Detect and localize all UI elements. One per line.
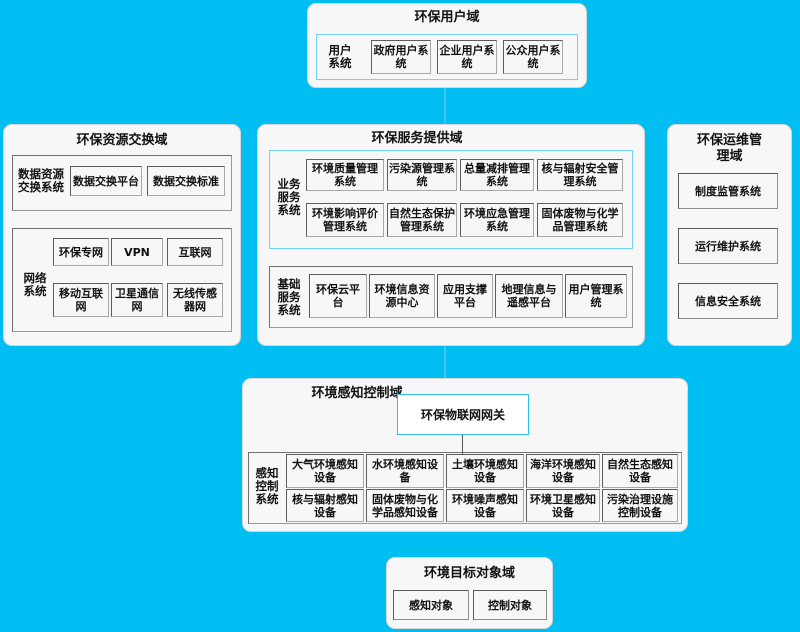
box-nuclear-radiation-sensing-device[interactable]: 核与辐射感知设备 [286,489,364,522]
ops-title-line2: 理域 [716,149,743,164]
box-application-support-platform[interactable]: 应用支撑平台 [437,274,493,318]
box-env-info-resource-center[interactable]: 环境信息资源中心 [369,274,435,318]
box-pollution-source-management-system[interactable]: 污染源管理系统 [387,159,457,191]
connector-user-to-service [444,78,446,128]
box-system-supervision-system[interactable]: 制度监管系统 [678,173,778,209]
business-label-line3: 系统 [277,203,301,217]
box-air-env-sensing-device[interactable]: 大气环境感知设备 [286,454,364,488]
box-enterprise-user-system[interactable]: 企业用户系统 [437,40,497,74]
box-vpn[interactable]: VPN [111,238,163,266]
sensing-label-line3: 系统 [255,492,279,506]
box-env-private-network[interactable]: 环保专网 [53,238,109,266]
user-system-label-line1: 用户 [328,43,352,57]
basic-label-line1: 基础 [277,277,301,291]
box-env-cloud-platform[interactable]: 环保云平台 [309,274,367,318]
connector-service-to-perception [444,345,446,395]
basic-label-line2: 服务 [277,290,301,304]
user-system-group-label: 用户 系统 [320,44,360,70]
service-domain-title: 环保服务提供域 [371,131,463,146]
box-pollution-control-facility-device[interactable]: 污染治理设施控制设备 [602,489,678,522]
box-solid-waste-chemicals-system[interactable]: 固体废物与化学品管理系统 [537,203,623,237]
box-total-emission-reduction-system[interactable]: 总量减排管理系统 [460,159,534,191]
box-user-management-system[interactable]: 用户管理系统 [565,274,627,318]
data-resource-exchange-label: 数据资源 交换系统 [14,168,68,194]
box-control-object[interactable]: 控制对象 [473,590,547,620]
box-env-satellite-sensing-device[interactable]: 环境卫星感知设备 [526,489,600,522]
network-system-label: 网络 系统 [14,272,56,298]
target-domain-title: 环境目标对象域 [423,566,515,581]
box-natural-ecology-sensing-device[interactable]: 自然生态感知设备 [602,454,678,488]
basic-label-line3: 系统 [277,303,301,317]
user-system-label-line2: 系统 [328,56,352,70]
connector-gateway-to-sensing [462,434,463,454]
box-data-exchange-standard[interactable]: 数据交换标准 [147,166,225,196]
box-env-emergency-management-system[interactable]: 环境应急管理系统 [460,203,534,237]
data-resource-label-line1: 数据资源 [18,167,64,181]
user-domain-title: 环保用户域 [414,10,480,25]
resource-domain-title: 环保资源交换域 [76,133,168,148]
box-env-impact-assessment-system[interactable]: 环境影响评价管理系统 [306,203,384,237]
box-internet[interactable]: 互联网 [167,238,223,266]
box-gis-remote-sensing-platform[interactable]: 地理信息与遥感平台 [495,274,563,318]
perception-domain-title: 环境感知控制域 [311,386,403,401]
ops-domain-title: 环保运维管 理域 [667,133,792,165]
basic-service-label: 基础 服务 系统 [272,278,306,317]
data-resource-label-line2: 交换系统 [18,180,64,194]
box-soil-env-sensing-device[interactable]: 土壤环境感知设备 [446,454,524,488]
business-label-line1: 业务 [277,177,301,191]
box-solid-waste-chemicals-sensing-device[interactable]: 固体废物与化学品感知设备 [366,489,444,522]
box-iot-gateway[interactable]: 环保物联网网关 [397,394,529,435]
box-satellite-communication-network[interactable]: 卫星通信网 [111,283,163,317]
box-mobile-internet[interactable]: 移动互联网 [53,283,109,317]
box-data-exchange-platform[interactable]: 数据交换平台 [70,166,142,196]
box-wireless-sensor-network[interactable]: 无线传感器网 [167,283,223,317]
box-public-user-system[interactable]: 公众用户系统 [503,40,563,74]
box-information-security-system[interactable]: 信息安全系统 [678,283,778,319]
business-service-label: 业务 服务 系统 [272,178,306,217]
sensing-label-line2: 控制 [255,479,279,493]
business-label-line2: 服务 [277,190,301,204]
box-operation-maintenance-system[interactable]: 运行维护系统 [678,228,778,264]
network-label-line1: 网络 [23,271,47,285]
sensing-label-line1: 感知 [255,466,279,480]
network-label-line2: 系统 [23,284,47,298]
box-marine-env-sensing-device[interactable]: 海洋环境感知设备 [526,454,600,488]
ops-title-line1: 环保运维管 [696,133,762,148]
box-env-quality-management-system[interactable]: 环境质量管理系统 [306,159,384,191]
box-water-env-sensing-device[interactable]: 水环境感知设备 [366,454,444,488]
box-nuclear-radiation-safety-system[interactable]: 核与辐射安全管理系统 [537,159,623,191]
box-natural-ecology-protection-system[interactable]: 自然生态保护管理系统 [387,203,457,237]
box-sensing-object[interactable]: 感知对象 [393,590,469,620]
box-government-user-system[interactable]: 政府用户系统 [371,40,431,74]
box-env-noise-sensing-device[interactable]: 环境噪声感知设备 [446,489,524,522]
sensing-control-label: 感知 控制 系统 [250,467,284,506]
